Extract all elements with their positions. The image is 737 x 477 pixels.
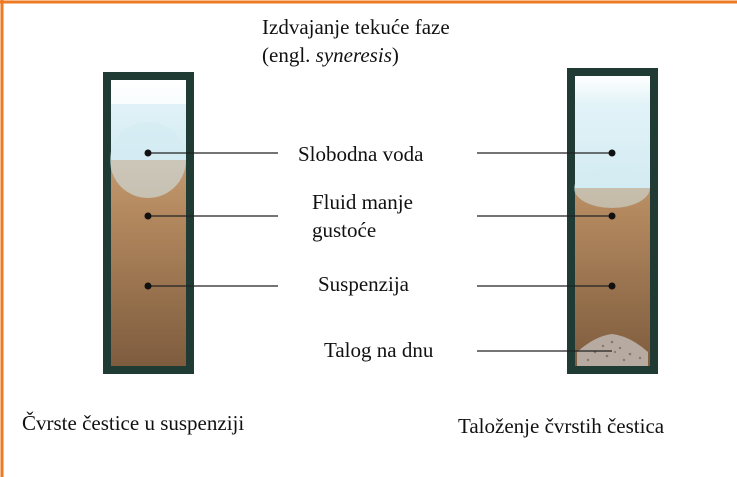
title-line-2-suffix: ) [391, 43, 399, 67]
label-free-water: Slobodna voda [298, 142, 424, 166]
sediment-pile [577, 334, 648, 366]
left-leaders [148, 152, 278, 287]
title-line-2: (engl. syneresis) [262, 42, 399, 68]
marker-dots [144, 149, 616, 290]
title-line-1: Izdvajanje tekuće faze [262, 15, 450, 39]
left-tube [103, 72, 194, 374]
caption-right: Taloženje čvrstih čestica [458, 414, 665, 438]
label-lower-density-fluid-line-1: Fluid manje [312, 190, 413, 214]
label-lower-density-fluid-line-2: gustoće [312, 218, 377, 242]
label-sediment: Talog na dnu [324, 338, 434, 362]
right-tube [567, 68, 658, 374]
title-term-syneresis: syneresis [315, 43, 392, 67]
title-line-2-prefix: (engl. [262, 43, 316, 67]
right-leaders [477, 152, 612, 352]
label-suspension: Suspenzija [318, 272, 409, 296]
caption-left: Čvrste čestice u suspenziji [22, 411, 245, 435]
